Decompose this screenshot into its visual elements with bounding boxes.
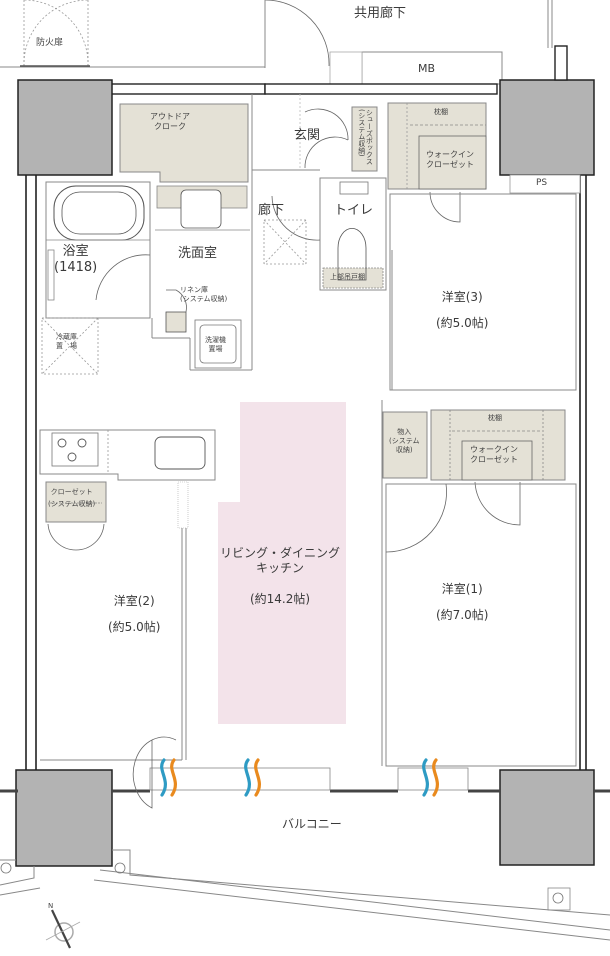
- balcony-label: バルコニー: [282, 817, 342, 831]
- ps-label: PS: [536, 178, 548, 188]
- outdoor-cloak-label: アウトドア クローク: [150, 112, 190, 131]
- fire-door-label: 防火扉: [36, 38, 64, 48]
- storage-mid-label: 物入 (システム 収納): [389, 428, 420, 454]
- mb-label: MB: [418, 62, 436, 75]
- toilet-label: トイレ: [334, 203, 374, 218]
- shoes-box-label: シューズボックス(システム収納): [357, 109, 374, 165]
- washer-space-label: 洗濯機 置場: [205, 336, 226, 353]
- toilet-shelf-label: 上部吊戸棚: [330, 273, 365, 281]
- hallway-label: 廊下: [258, 203, 285, 218]
- western-1-label: 洋室(1) (約7.0帖): [436, 582, 489, 623]
- closet-left-label: クローゼット (システム収納): [48, 488, 96, 508]
- storage-mid: [382, 411, 428, 479]
- wic-mid-label: ウォークイン クローゼット: [470, 445, 518, 464]
- bathroom-label: 浴室 (1418): [54, 244, 98, 276]
- compass-icon: [45, 909, 81, 949]
- western-1-room: [385, 483, 577, 767]
- washroom-label: 洗面室: [178, 246, 218, 261]
- stove-burners-icon: [57, 438, 87, 462]
- fridge-space-label: 冷蔵庫 置 場: [56, 333, 77, 350]
- pillar-bottom-left: [15, 769, 113, 867]
- linen-label: リネン庫 (システム収納): [180, 286, 228, 303]
- western-3-label: 洋室(3) (約5.0帖): [436, 290, 489, 331]
- ldk-label: リビング・ダイニング キッチン (約14.2帖): [220, 546, 341, 606]
- outdoor-cloak: [119, 103, 249, 183]
- wic-mid-shelf-label: 枕棚: [488, 414, 502, 422]
- wic-top-label: ウォークイン クローゼット: [426, 150, 474, 169]
- western-2-label: 洋室(2) (約5.0帖): [108, 594, 161, 635]
- ldk-highlight: [218, 402, 346, 724]
- compass-north-label: N: [48, 902, 54, 910]
- entrance-label: 玄関: [294, 128, 321, 143]
- fire-door-area: [23, 0, 89, 67]
- pillar-top-right: [499, 79, 595, 176]
- closet-left: [45, 481, 107, 523]
- pillar-bottom-right: [499, 769, 595, 866]
- pillar-top-left: [17, 79, 113, 176]
- ventilation-icons: [160, 758, 439, 797]
- western-3-room: [389, 193, 577, 391]
- wic-top-shelf-label: 枕棚: [434, 108, 448, 116]
- shared-corridor-label: 共用廊下: [354, 6, 407, 21]
- shoes-box: [351, 106, 378, 172]
